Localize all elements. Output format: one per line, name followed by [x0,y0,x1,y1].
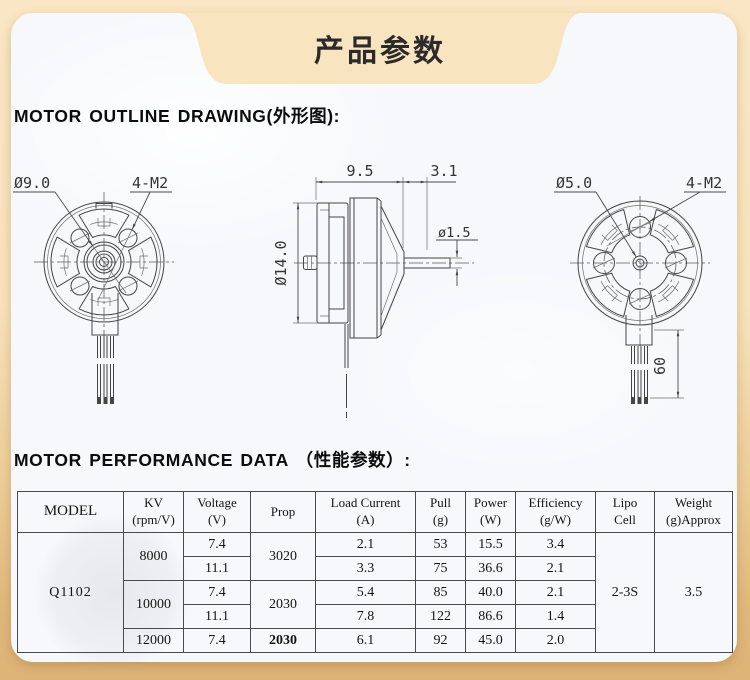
table-header-row: MODEL KV (rpm/V) Voltage (V) Prop Load C… [17,491,733,533]
header-voltage: Voltage (V) [183,491,251,533]
load-current-value: 3.3 [315,556,416,581]
voltage-value: 11.1 [183,556,251,581]
rear-hole-diameter-label: Ø5.0 [556,174,592,192]
motor-outline-drawings: Ø9.0 4-M2 [13,162,726,418]
front-bell-diameter-label: Ø9.0 [14,174,50,192]
header-lipo-cell: Lipo Cell [595,491,655,533]
pull-value: 75 [415,556,466,581]
front-view-wires [97,336,114,404]
header-pull: Pull (g) [415,491,466,533]
kv-value: 8000 [123,532,184,581]
header-weight: Weight (g)Approx [654,491,733,533]
header-power: Power (W) [465,491,516,533]
side-view-drawing: 9.5 3.1 Ø14.0 ø1.5 [272,162,478,418]
weight-value: 3.5 [654,532,733,653]
rear-wire-length-dim: 60 [651,357,669,375]
table-row: 12000 7.4 2030 6.1 92 45.0 2.0 [18,628,733,653]
power-value: 36.6 [465,556,516,581]
efficiency-value: 3.4 [515,532,596,557]
header-prop: Prop [250,491,316,533]
efficiency-value: 2.1 [515,556,596,581]
load-current-value: 5.4 [315,580,416,605]
table-row: 11.1 7.8 122 86.6 1.4 [18,604,733,629]
voltage-value: 7.4 [183,580,251,605]
front-screws-label: 4-M2 [132,174,168,192]
header-kv: KV (rpm/V) [123,491,184,533]
voltage-value: 11.1 [183,604,251,629]
performance-table: MODEL KV (rpm/V) Voltage (V) Prop Load C… [17,491,733,653]
header-efficiency: Efficiency (g/W) [515,491,596,533]
voltage-value: 7.4 [183,628,251,653]
load-current-value: 7.8 [315,604,416,629]
side-length-dim: 9.5 [346,162,373,180]
header-model: MODEL [17,491,124,533]
power-value: 45.0 [465,628,516,653]
table-row: Q1102 8000 7.4 3020 2.1 53 15.5 3.4 2-3S… [17,532,733,653]
efficiency-value: 1.4 [515,604,596,629]
kv-value: 10000 [123,580,184,629]
outline-section-heading: MOTOR OUTLINE DRAWING(外形图): [14,106,341,126]
efficiency-value: 2.0 [515,628,596,653]
rear-screws-label: 4-M2 [686,174,722,192]
title-tab-shape [179,13,581,84]
pull-value: 53 [415,532,466,557]
pull-value: 85 [415,580,466,605]
pull-value: 122 [415,604,466,629]
header-load-current: Load Current (A) [315,491,416,533]
voltage-value: 7.4 [183,532,251,557]
model-value: Q1102 [17,532,124,653]
prop-value: 2030 [250,628,316,653]
kv-value: 12000 [123,628,184,653]
lipo-cell-value: 2-3S [595,532,655,653]
rear-view-wires [631,346,648,404]
power-value: 86.6 [465,604,516,629]
power-value: 40.0 [465,580,516,605]
side-body-diameter-dim: Ø14.0 [272,240,290,285]
efficiency-value: 2.1 [515,580,596,605]
rear-view-drawing: Ø5.0 4-M2 60 [554,174,726,404]
prop-value: 3020 [250,532,316,581]
side-shaft-diameter-dim: ø1.5 [438,225,471,241]
power-value: 15.5 [465,532,516,557]
table-row: 11.1 3.3 75 36.6 2.1 [18,556,733,581]
page-title: 产品参数 [314,35,446,68]
performance-section-heading: MOTOR PERFORMANCE DATA （性能参数）: [14,450,411,470]
prop-value: 2030 [250,580,316,629]
front-view-drawing: Ø9.0 4-M2 [13,174,174,404]
load-current-value: 6.1 [315,628,416,653]
load-current-value: 2.1 [315,532,416,557]
side-shaft-protrusion-dim: 3.1 [430,162,457,180]
pull-value: 92 [415,628,466,653]
